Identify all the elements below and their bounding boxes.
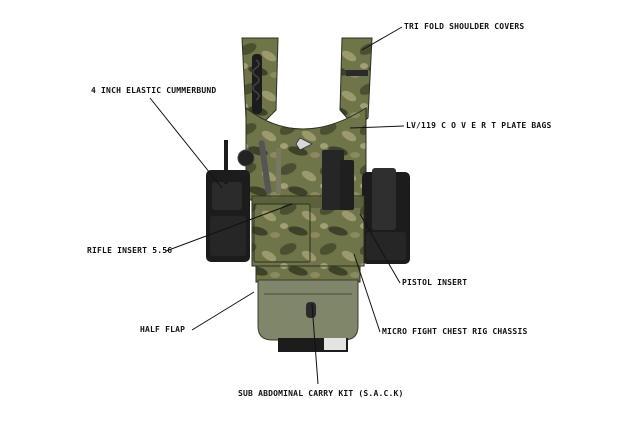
rifle-mag-1 — [322, 150, 344, 210]
label-rifle-insert: RIFLE INSERT 5.56 — [87, 246, 173, 255]
leader-pistol-insert — [359, 213, 401, 284]
chest-rig-chassis — [237, 140, 365, 267]
leader-chassis — [353, 253, 381, 333]
sack-pouch — [255, 265, 361, 352]
label-chest-rig-chassis: MICRO FIGHT CHEST RIG CHASSIS — [382, 327, 528, 336]
label-sack: SUB ABDOMINAL CARRY KIT (S.A.C.K) — [238, 389, 404, 398]
label-half-flap: HALF FLAP — [140, 325, 186, 334]
leader-lines — [149, 26, 405, 385]
leader-half-flap — [191, 291, 255, 331]
shoulder-strap-left — [241, 37, 279, 129]
cummerbund-left — [206, 140, 250, 262]
leader-elastic — [149, 97, 223, 189]
cummerbund-right — [362, 168, 410, 264]
radio-antenna — [224, 140, 228, 184]
label-pistol-insert: PISTOL INSERT — [402, 278, 468, 287]
pistol-mag — [372, 168, 396, 230]
leader-plate-bags — [349, 125, 405, 129]
leader-sack — [311, 303, 319, 385]
half-flap-panel — [253, 203, 311, 263]
label-elastic-cummerbund: 4 INCH ELASTIC CUMMERBUND — [91, 86, 217, 95]
leader-rifle-insert — [165, 203, 293, 252]
label-tri-fold-shoulder-covers: TRI FOLD SHOULDER COVERS — [404, 22, 525, 31]
leader-tri-fold — [361, 26, 403, 51]
rifle-mag-2 — [340, 160, 354, 210]
patch-icon — [295, 137, 313, 151]
zipper-pull — [306, 302, 316, 318]
label-plate-bags: LV/119 C O V E R T PLATE BAGS — [406, 121, 552, 130]
